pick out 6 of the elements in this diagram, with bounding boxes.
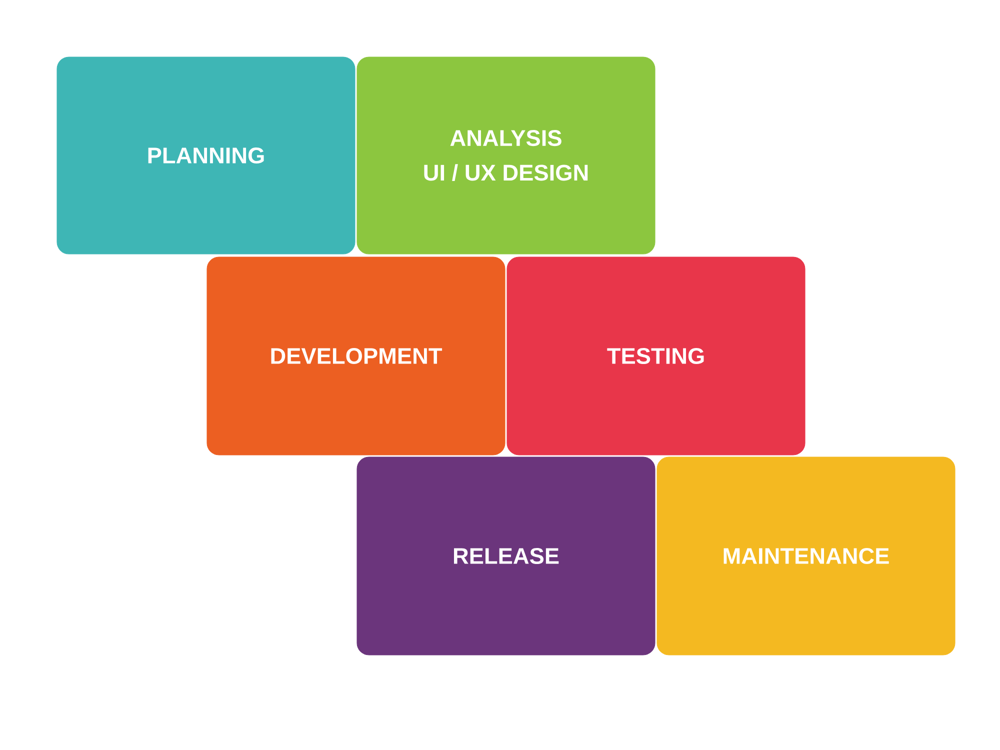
process-box: ANALYSIS UI / UX DESIGN (356, 56, 656, 254)
process-box: RELEASE (356, 456, 656, 656)
process-box: PLANNING (56, 56, 356, 254)
process-box: TESTING (506, 256, 806, 456)
process-box: DEVELOPMENT (206, 256, 506, 456)
process-box: MAINTENANCE (656, 456, 956, 656)
